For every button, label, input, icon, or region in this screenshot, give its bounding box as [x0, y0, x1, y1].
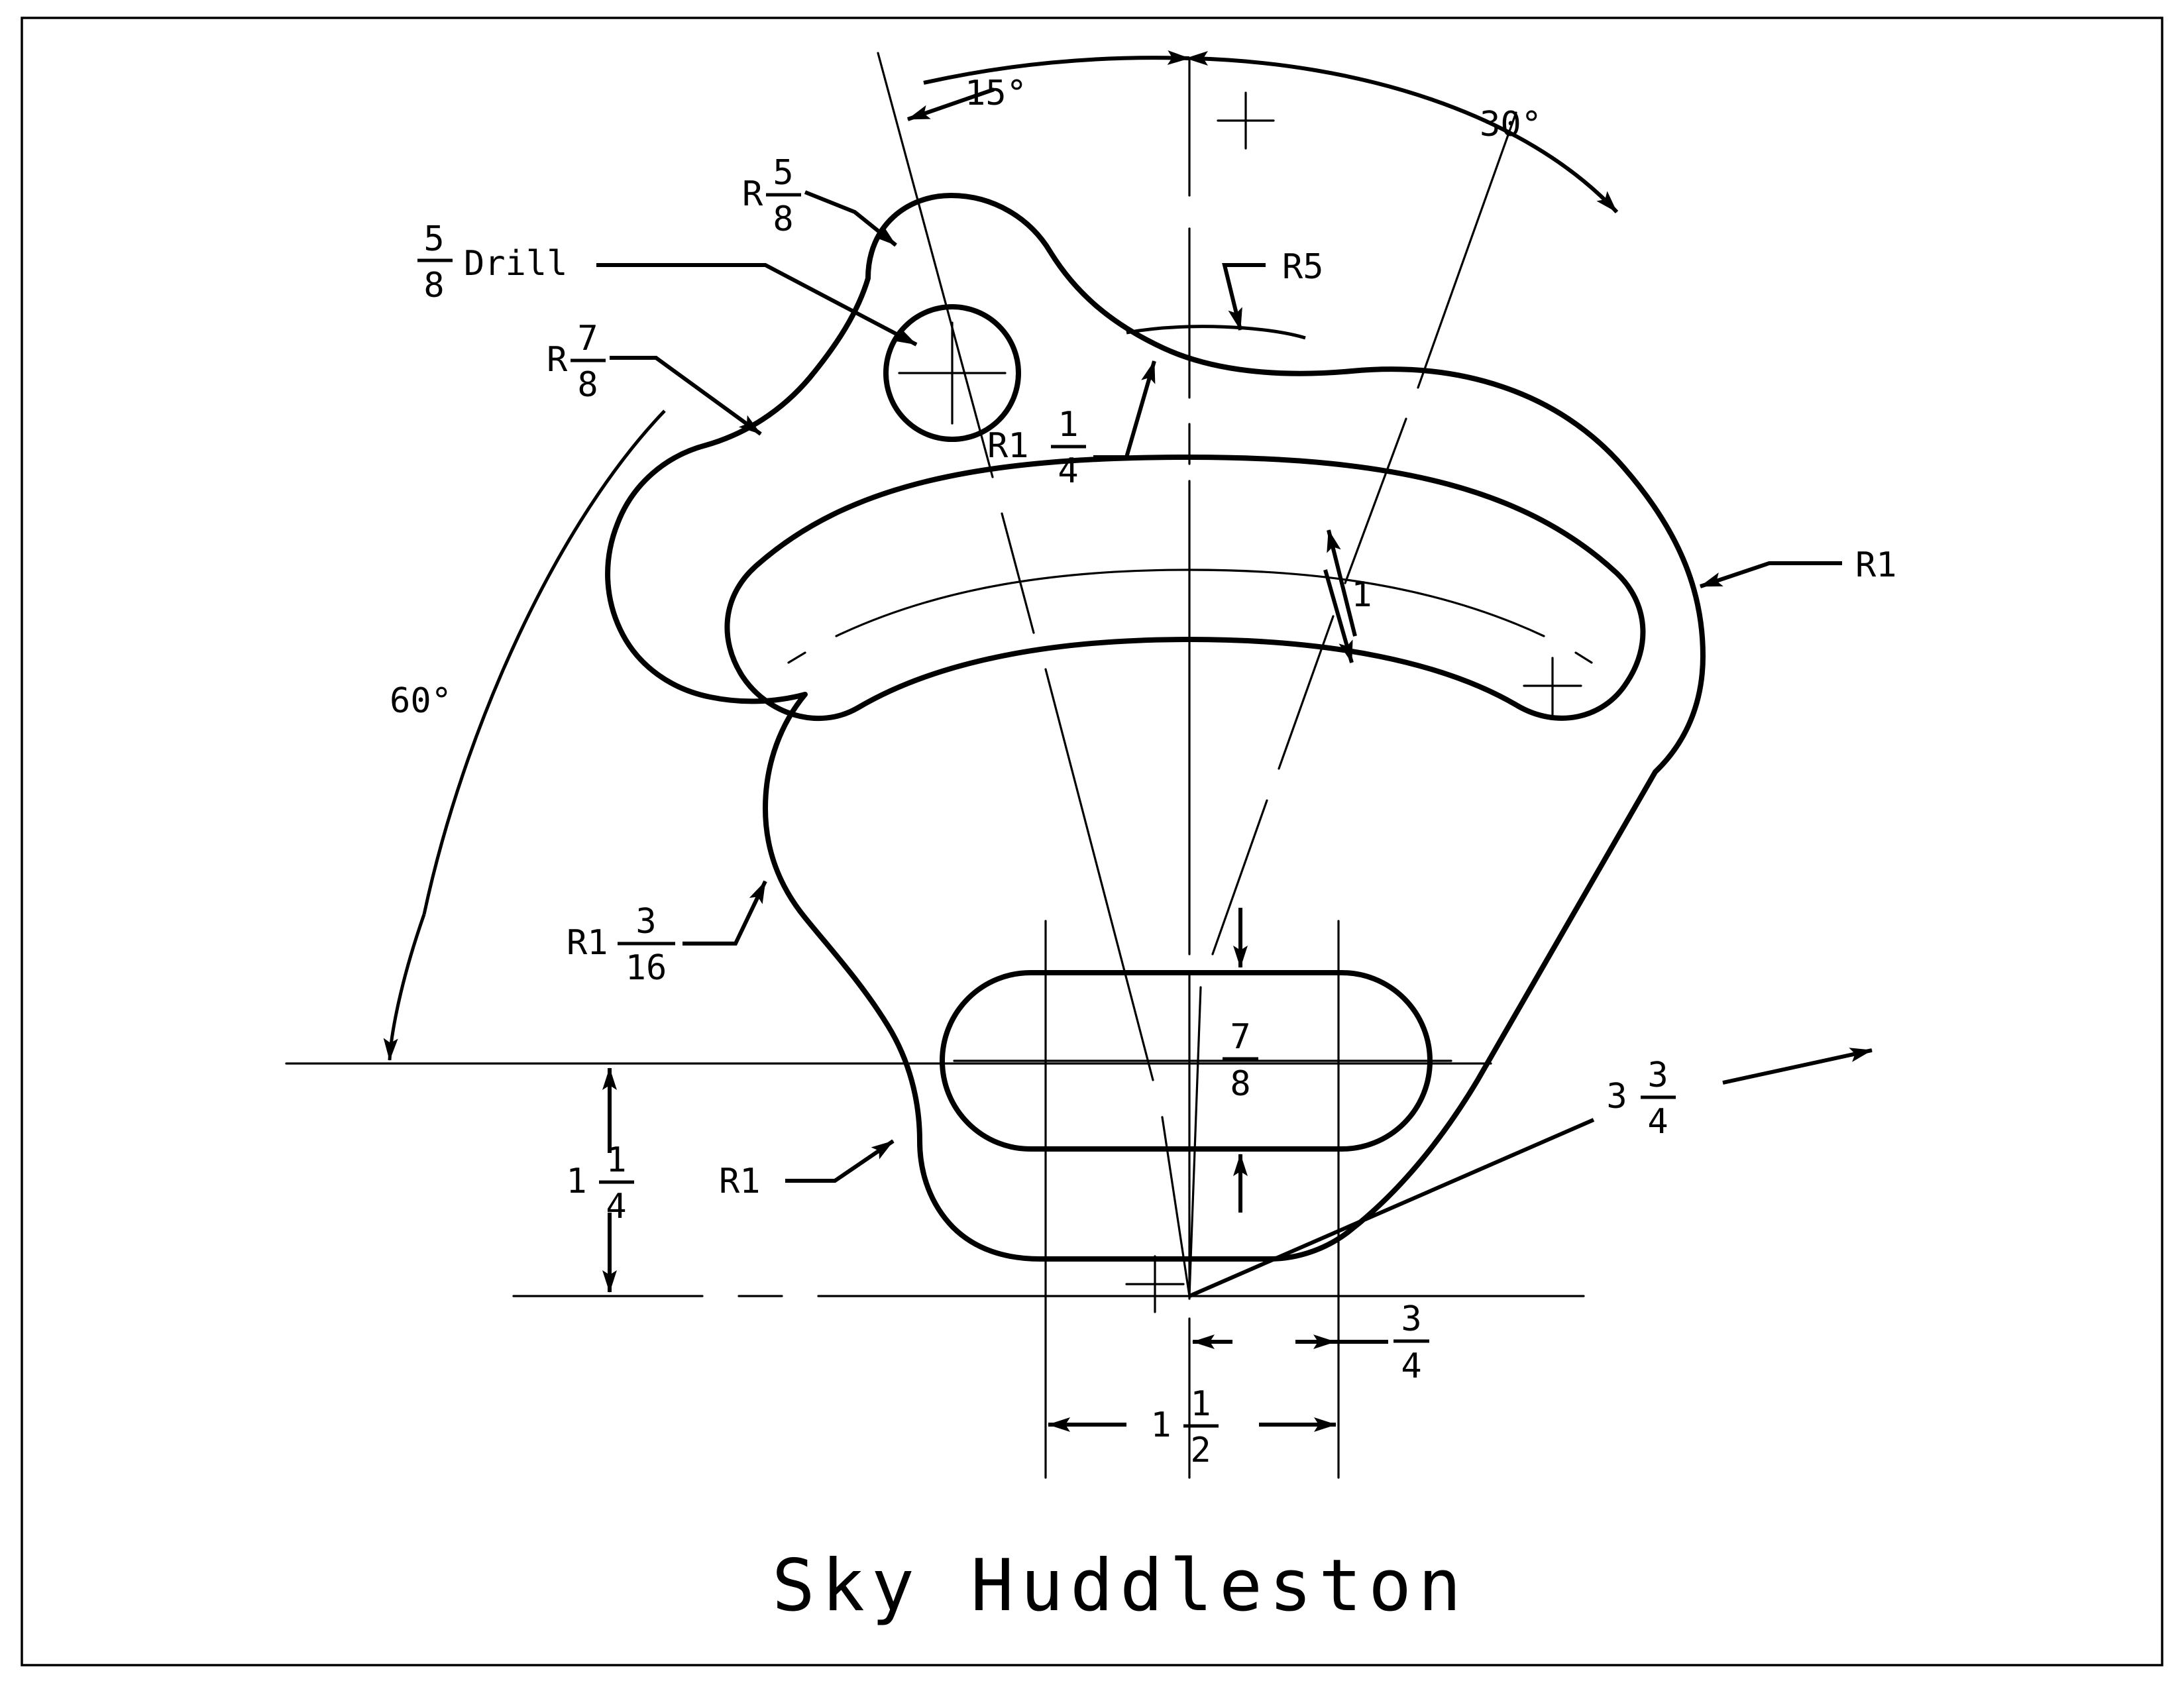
- slot78-den: 8: [1230, 1064, 1250, 1104]
- r78-prefix: R: [547, 340, 568, 380]
- label-r1-lower-left: R1: [719, 1162, 761, 1201]
- r58-num: 5: [773, 153, 793, 193]
- label-r5: R5: [1282, 247, 1324, 287]
- h112-den: 2: [1190, 1431, 1211, 1470]
- h34-den: 4: [1401, 1346, 1421, 1386]
- drill-word: Drill: [464, 244, 568, 284]
- label-r1-1-4: R1 1 4: [987, 405, 1086, 491]
- dim-15-label: 15°: [965, 74, 1027, 113]
- dim-radius-3-3-4: [1188, 1048, 1873, 1298]
- r1316-num: 3: [635, 902, 656, 942]
- leader-r1-1-4: [1093, 360, 1156, 459]
- h112-prefix: 1: [1150, 1405, 1171, 1445]
- label-r78: R 7 8: [547, 319, 606, 405]
- leader-r58: [804, 190, 897, 247]
- leader-r1-lower-left: [785, 1139, 895, 1183]
- dim-slot-width: [1323, 529, 1357, 663]
- dim-60-label: 60°: [390, 681, 452, 721]
- dim-angle-30: [1185, 51, 1619, 214]
- dim-30-label: 30°: [1480, 105, 1542, 144]
- label-7-8: 7 8: [1223, 1017, 1258, 1104]
- v114-prefix: 1: [566, 1162, 586, 1201]
- v114-den: 4: [606, 1187, 626, 1226]
- page-title: Sky Huddleston: [772, 1545, 1468, 1627]
- leader-drill: [596, 263, 918, 347]
- drill-den: 8: [423, 266, 444, 305]
- centerlines: [285, 52, 1593, 1479]
- r1316-prefix: R1: [567, 923, 608, 963]
- r334-num: 3: [1647, 1056, 1668, 1095]
- r5-arc-segment: [1126, 325, 1306, 340]
- label-r1-3-16: R1 3 16: [567, 902, 675, 988]
- h112-num: 1: [1190, 1384, 1211, 1424]
- r114-prefix: R1: [987, 426, 1029, 466]
- r58-prefix: R: [742, 174, 763, 214]
- leader-r1-right: [1700, 561, 1842, 588]
- dim-angle-60: [383, 409, 666, 1061]
- label-drill-note: 5 8 Drill: [417, 219, 568, 305]
- h34-num: 3: [1401, 1299, 1421, 1339]
- part-outline: [605, 193, 1706, 1262]
- label-r1-right: R1: [1855, 545, 1897, 585]
- r1316-den: 16: [626, 948, 667, 988]
- dim-angle-15: [907, 50, 1190, 121]
- sheet-border: [21, 17, 2163, 1666]
- r114-den: 4: [1058, 451, 1078, 491]
- lower-slot: [940, 970, 1433, 1152]
- v114-num: 1: [606, 1140, 626, 1180]
- label-3-4: 3 4: [1393, 1299, 1429, 1386]
- r78-num: 7: [577, 319, 598, 358]
- curved-slot: [724, 454, 1646, 721]
- r78-den: 8: [577, 365, 598, 405]
- label-r58: R 5 8: [742, 153, 801, 239]
- slot78-num: 7: [1230, 1017, 1250, 1057]
- drill-hole: [883, 304, 1021, 442]
- label-3-3-4: 3 3 4: [1606, 1056, 1676, 1142]
- label-1-1-4: 1 1 4: [566, 1140, 634, 1226]
- dim-slot-width-label: 1: [1351, 575, 1372, 615]
- r114-num: 1: [1058, 405, 1078, 445]
- r58-den: 8: [773, 199, 793, 239]
- leader-r5: [1222, 263, 1266, 331]
- r334-den: 4: [1647, 1102, 1668, 1142]
- drill-num: 5: [423, 219, 444, 259]
- label-1-1-2: 1 1 2: [1150, 1384, 1219, 1470]
- leader-r78: [610, 356, 762, 436]
- leader-r1-3-16: [682, 880, 767, 946]
- r334-prefix: 3: [1606, 1077, 1627, 1116]
